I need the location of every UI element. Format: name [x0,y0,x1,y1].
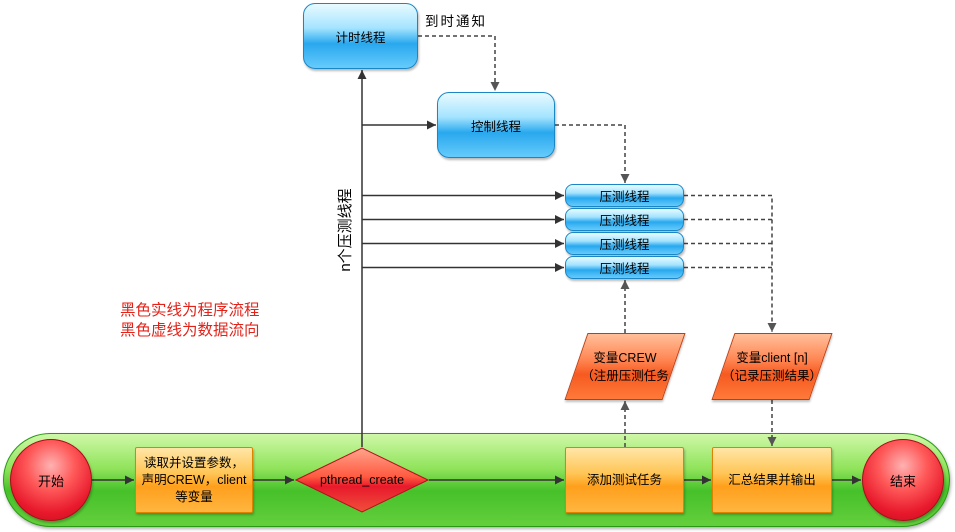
legend-solid-line: 黑色实线为程序流程 [120,302,260,319]
timer-thread-node: 计时线程 [303,3,418,69]
stress-thread-node: 压测线程 [565,232,684,255]
pthread-create-label: pthread_create [319,473,405,487]
data-line-control-to-stress [555,124,630,183]
end-label: 结束 [889,473,916,489]
stress-thread-label: 压测线程 [599,214,650,228]
var-client-title: 变量client [n] [736,350,808,365]
stress-thread-node: 压测线程 [565,256,684,279]
stress-thread-label: 压测线程 [599,190,650,204]
start-label: 开始 [37,473,64,489]
n-threads-label: n个压测线程 [337,188,354,272]
legend-dashed-line: 黑色虚线为数据流向 [120,322,260,339]
summarize-label: 汇总结果并输出 [728,472,816,487]
data-line-stress-1-to-client [684,194,777,332]
add-task-label: 添加测试任务 [586,472,662,487]
var-crew-title: 变量CREW [593,350,657,365]
stress-thread-label: 压测线程 [599,238,650,252]
pthread-create-node: pthread_create [295,447,429,513]
control-thread-node: 控制线程 [437,92,555,158]
control-thread-label: 控制线程 [470,119,521,134]
stress-thread-label: 压测线程 [599,262,650,276]
timer-thread-label: 计时线程 [335,30,386,45]
pthread-create-diamond [295,447,429,513]
var-crew-note: （注册压测任务 [581,368,669,383]
read-params-line: 等变量 [175,489,213,504]
summarize-node: 汇总结果并输出 [712,447,832,513]
var-crew-node: 变量CREW （注册压测任务 [564,333,686,400]
var-client-note: （记录压测结果） [722,368,823,383]
timeout-notice-label: 到时通知 [425,14,487,29]
var-client-node: 变量client [n] （记录压测结果） [711,333,833,400]
start-node: 开始 [10,439,92,521]
read-params-node: 读取并设置参数， 声明CREW，client 等变量 [135,447,253,513]
data-line-timer-to-control [418,35,500,91]
add-task-node: 添加测试任务 [565,447,684,513]
end-node: 结束 [862,439,944,521]
read-params-line: 声明CREW，client [141,472,247,487]
read-params-line: 读取并设置参数， [143,455,244,470]
stress-thread-node: 压测线程 [565,208,684,231]
stress-thread-node: 压测线程 [565,184,684,207]
